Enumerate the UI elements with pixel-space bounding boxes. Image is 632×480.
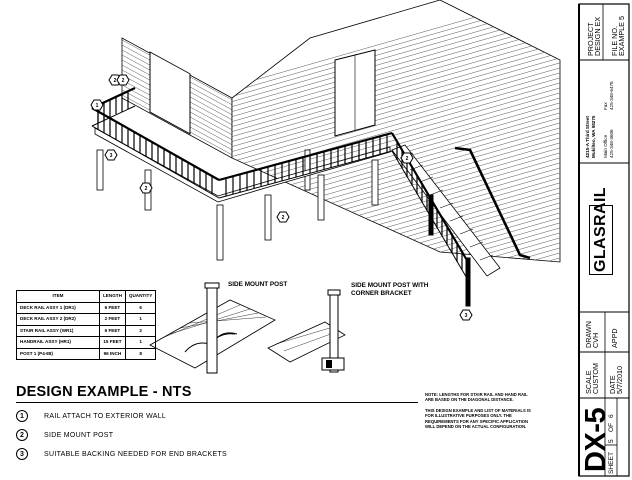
window-left (149, 51, 191, 135)
note-text: SUITABLE BACKING NEEDED FOR END BRACKETS (44, 450, 228, 458)
table-row: POST 1 (P4-88) 96 INCH 8 (16, 347, 157, 360)
drawn-value: CVH (591, 332, 600, 348)
scale-value: CUSTOM (591, 362, 600, 394)
materials-table: ITEM LENGTH QUANTITY DECK RAIL ASSY 1 (D… (16, 290, 157, 360)
fax-phone: 425-348-6478 (609, 81, 614, 110)
sheet-value: 5 (608, 439, 615, 443)
corner-bracket-detail (267, 289, 346, 373)
of-value: 6 (608, 414, 615, 418)
address-line1: 4215-A Third Street (585, 116, 590, 158)
note-illustrative: THIS DESIGN EXAMPLE AND LIST OF MATERIAL… (425, 408, 531, 430)
side-mount-post-label: SIDE MOUNT POST (228, 281, 288, 288)
callout-1a: 1 (96, 103, 99, 109)
callout-2c: 2 (145, 186, 148, 192)
title-underline (16, 402, 418, 403)
appd-label: APPD (610, 328, 619, 348)
note-3: 3 SUITABLE BACKING NEEDED FOR END BRACKE… (16, 446, 227, 462)
table-row: DECK RAIL ASSY 1 (DR1) 6 FEET 6 (16, 301, 157, 314)
table-row: STAIR RAIL ASSY (WR1) 6 FEET 2 (16, 324, 157, 337)
project-value: DESIGN EX (593, 16, 602, 56)
note-1: 1 RAIL ATTACH TO EXTERIOR WALL (16, 408, 166, 424)
materials-quantity: 8 (124, 347, 157, 360)
note-number: 2 (16, 429, 28, 441)
materials-item: DECK RAIL ASSY 1 (DR1) (16, 301, 100, 314)
address-line2: Mukilteo, WA 98275 (591, 115, 596, 158)
company-logo (589, 205, 613, 275)
note-2: 2 SIDE MOUNT POST (16, 427, 113, 443)
company-logo-text: GLASRAIL (592, 187, 609, 272)
stair-assembly (391, 132, 501, 307)
file-value: EXAMPLE 5 (617, 16, 626, 56)
sheet-label: SHEET (608, 452, 615, 474)
fax-label: Fax (603, 102, 608, 110)
note-number: 3 (16, 448, 28, 460)
corner-bracket-label-line1: SIDE MOUNT POST WITH (351, 282, 429, 289)
callout-2b: 2 (122, 78, 125, 84)
note-text: RAIL ATTACH TO EXTERIOR WALL (44, 412, 167, 420)
table-row: HANDRAIL ASSY (HR1) 15 FEET 1 (16, 336, 157, 349)
callout-2a: 2 (114, 78, 117, 84)
date-value: 5/7/2010 (615, 366, 624, 394)
design-title: DESIGN EXAMPLE - NTS (16, 384, 192, 400)
wall-handrail (454, 146, 531, 260)
railing-front-right (218, 131, 393, 199)
callout-tags: 2 2 1 3 2 2 2 3 (90, 74, 473, 321)
callout-2e: 2 (406, 156, 409, 162)
main-office-label: Main Office (603, 134, 608, 158)
materials-item: POST 1 (P4-88) (16, 347, 100, 360)
note-number: 1 (16, 410, 28, 422)
side-mount-post-detail (149, 282, 276, 374)
note-lengths: NOTE: LENGTHS FOR STAIR RAIL AND HAND RA… (425, 392, 528, 403)
callout-3a: 3 (110, 153, 113, 159)
of-label: OF (608, 422, 615, 432)
corner-bracket-label-line2: CORNER BRACKET (351, 290, 412, 297)
note-text: SIDE MOUNT POST (44, 431, 114, 439)
main-office-phone: 425-348-3606 (609, 129, 614, 158)
callout-3b: 3 (465, 313, 468, 319)
callout-2d: 2 (282, 215, 285, 221)
